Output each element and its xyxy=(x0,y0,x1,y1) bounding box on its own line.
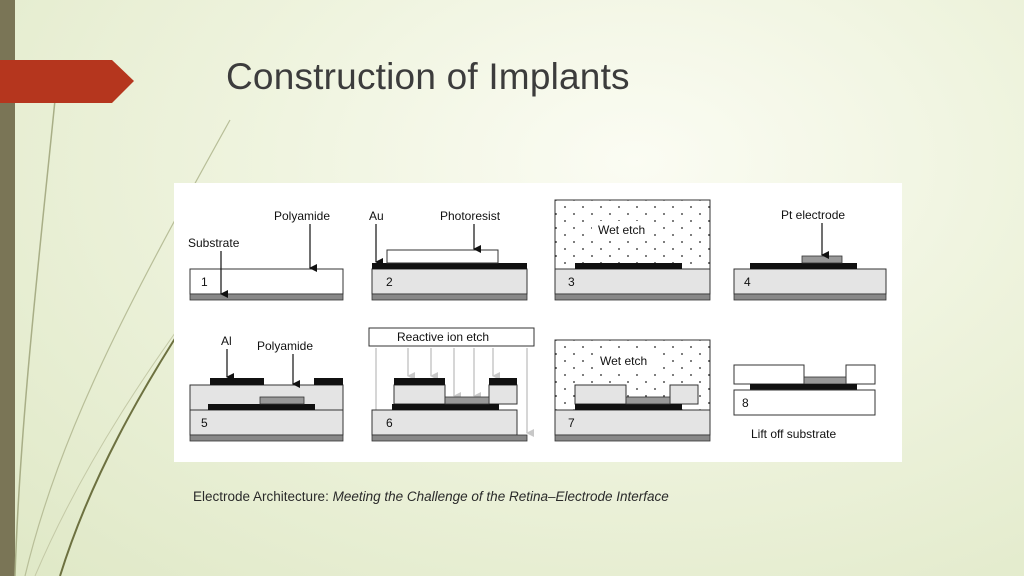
fabrication-diagram: 1 Substrate Polyamide 2 Au Photoresist W… xyxy=(174,183,902,462)
caption-prefix: Electrode Architecture: xyxy=(193,489,333,504)
step-number-5: 5 xyxy=(201,416,208,430)
label-photoresist: Photoresist xyxy=(440,209,501,223)
label-au: Au xyxy=(369,209,384,223)
caption-source-title: Meeting the Challenge of the Retina–Elec… xyxy=(332,489,669,504)
label-lift-off-substrate: Lift off substrate xyxy=(751,427,836,441)
label-wet-etch-7: Wet etch xyxy=(600,354,647,368)
step-number-4: 4 xyxy=(744,275,751,289)
step-number-6: 6 xyxy=(386,416,393,430)
step-number-1: 1 xyxy=(201,275,208,289)
panel-6: Reactive ion etch 6 xyxy=(368,327,535,442)
panel-1: 1 Substrate Polyamide xyxy=(188,209,344,301)
label-reactive-ion-etch: Reactive ion etch xyxy=(397,330,489,344)
label-polyamide-5: Polyamide xyxy=(257,339,313,353)
panel-4: 4 Pt electrode xyxy=(733,208,887,301)
panel-3: Wet etch 3 xyxy=(554,199,711,301)
panel-5: 5 Al Polyamide xyxy=(189,334,344,442)
step-number-7: 7 xyxy=(568,416,575,430)
left-accent-bar xyxy=(0,0,15,576)
step-number-2: 2 xyxy=(386,275,393,289)
label-polyamide-1: Polyamide xyxy=(274,209,330,223)
label-wet-etch-3: Wet etch xyxy=(598,223,645,237)
panel-8: 8 Lift off substrate xyxy=(733,364,876,441)
figure-caption: Electrode Architecture: Meeting the Chal… xyxy=(193,489,669,504)
label-al: Al xyxy=(221,334,232,348)
panel-7: Wet etch 7 xyxy=(554,339,711,442)
label-pt-electrode: Pt electrode xyxy=(781,208,845,222)
step-number-8: 8 xyxy=(742,396,749,410)
slide-title: Construction of Implants xyxy=(226,56,630,97)
label-substrate: Substrate xyxy=(188,236,240,250)
panel-2: 2 Au Photoresist xyxy=(369,209,528,301)
title-accent-tab xyxy=(0,60,134,103)
step-number-3: 3 xyxy=(568,275,575,289)
